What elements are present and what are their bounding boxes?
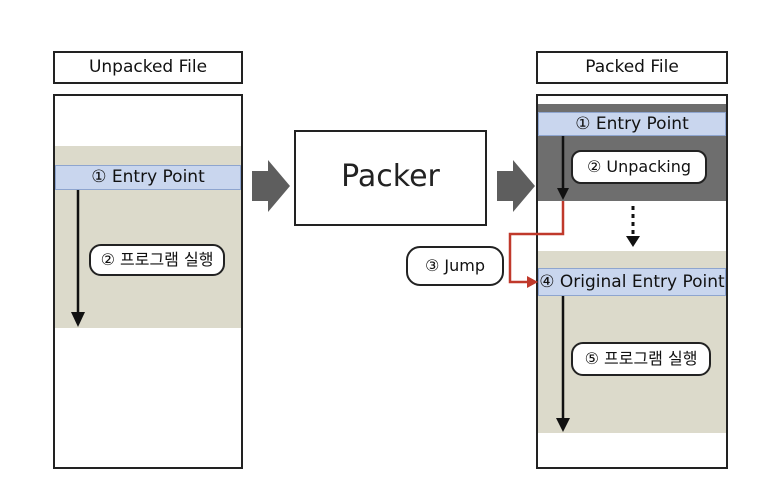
packed-run-label: ⑤ 프로그램 실행 [571,342,711,376]
jump-line [508,201,565,284]
unpacked-run-label: ② 프로그램 실행 [89,244,225,276]
packer-box: Packer [294,130,487,226]
unpacked-entry-point: ① Entry Point [55,165,241,190]
packed-file-title: Packed File [536,51,728,84]
unpacked-execution-arrowhead [71,312,85,327]
unpacking-arrowhead [557,188,569,200]
packed-entry-point: ① Entry Point [538,112,726,136]
jump-label: ③ Jump [406,246,504,286]
unpacked-file-title: Unpacked File [53,51,243,84]
unpacking-label: ② Unpacking [571,150,707,184]
jump-arrowhead [527,276,538,288]
original-entry-point: ④ Original Entry Point [538,268,726,296]
packed-execution-arrowhead [556,418,570,432]
from-packer-arrow [497,160,535,212]
dotted-arrowhead [626,236,640,247]
to-packer-arrow [252,160,290,212]
